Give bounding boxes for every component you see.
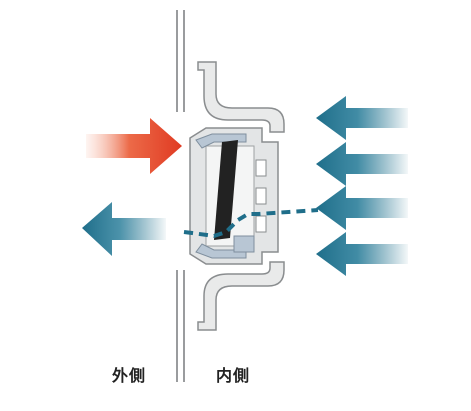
arrow-right-icon (86, 118, 182, 174)
arrow-left-icon (316, 96, 408, 140)
vent-housing (189, 61, 285, 331)
damper-blade (214, 140, 238, 240)
wall (176, 10, 185, 382)
arrow-left-icon (316, 142, 408, 186)
outside-label: 外側 (112, 366, 147, 385)
arrow-left-icon (316, 232, 408, 276)
arrow-left-icon (82, 202, 166, 256)
arrow-left-icon (316, 186, 408, 230)
air-leak-path (183, 208, 319, 239)
inside-label: 内側 (216, 366, 251, 385)
inside-airflow-arrows (316, 96, 408, 276)
gasket-seal (195, 133, 255, 259)
